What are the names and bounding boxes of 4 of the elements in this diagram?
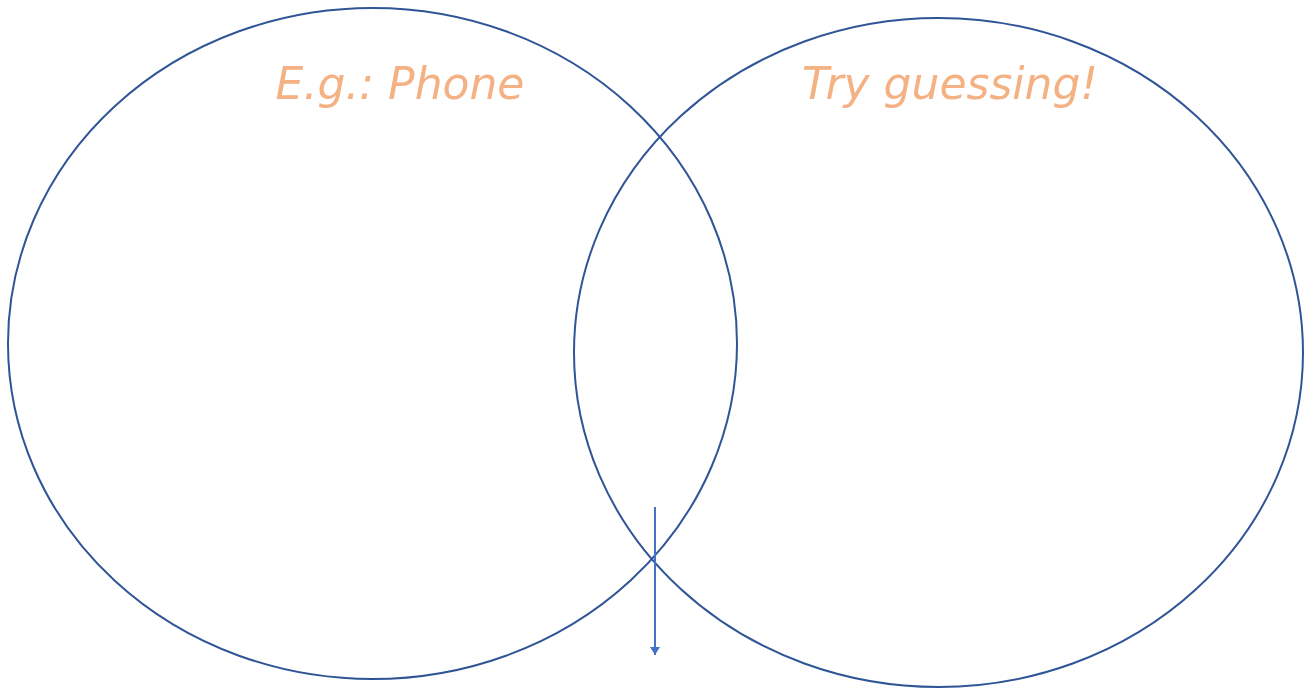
venn-circle xyxy=(573,17,1304,688)
circle-heading: Try guessing! xyxy=(802,62,1098,106)
venn-circle xyxy=(7,7,738,680)
circle-heading: E.g.: Phone xyxy=(275,62,525,106)
